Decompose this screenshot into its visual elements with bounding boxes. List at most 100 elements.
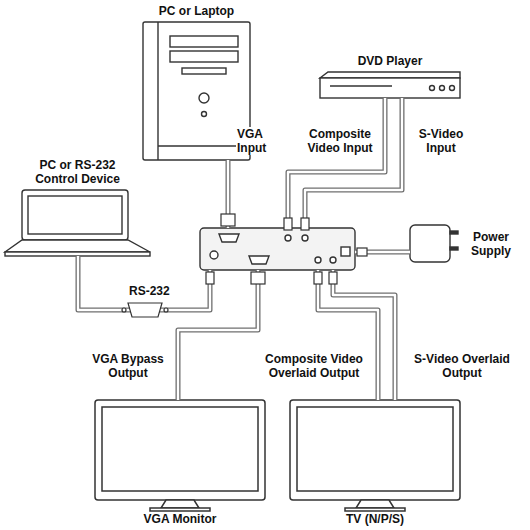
cable-label: S-Video Overlaid Output (402, 352, 522, 380)
rca-jack (315, 257, 321, 263)
dvd-front (320, 78, 460, 98)
tv-screen (297, 407, 453, 491)
cable-core (178, 270, 258, 400)
cable-connector (178, 270, 258, 400)
vga-monitor-drawing (95, 400, 265, 511)
cable-connector (305, 98, 402, 228)
rs232-jack (210, 251, 218, 259)
rca-plug (314, 272, 322, 284)
vga-out-port (249, 256, 269, 264)
cable-label: Composite Video Input (300, 127, 380, 155)
tv-stand (356, 500, 394, 508)
device-label: PC or Laptop (159, 4, 234, 18)
adapter-body (410, 225, 450, 262)
tv-drawing (290, 400, 460, 511)
tv-monitor: TV (N/P/S) (290, 400, 460, 500)
monitor-foot (150, 508, 210, 511)
node-label-group: DVD Player (358, 54, 423, 68)
jack-plug (206, 272, 214, 284)
svideo-plug (301, 218, 309, 230)
tower-case (143, 22, 250, 160)
cable-outline (333, 270, 395, 400)
control-laptop: PC or RS-232 Control Device (5, 190, 150, 256)
cable-outline (178, 270, 258, 400)
monitor-stand (161, 500, 199, 508)
svideo-jack (302, 235, 308, 241)
device-label: TV (N/P/S) (346, 512, 404, 526)
svideo-jack (330, 257, 336, 263)
laptop-keyboard (5, 240, 150, 252)
db9-connector (128, 303, 162, 317)
dvd-button (450, 86, 455, 91)
floppy-slot (182, 68, 226, 74)
cable-label: S-Video Input (410, 127, 472, 155)
tv-foot (345, 508, 405, 511)
connector-screw (164, 308, 168, 312)
tv-frame (290, 400, 460, 500)
cable-core (78, 256, 210, 310)
dvd-top (320, 72, 460, 78)
cable-label: Composite Video Overlaid Output (254, 352, 374, 380)
cable-core (333, 270, 395, 400)
vga-plug (221, 214, 235, 226)
overlay-device (200, 228, 355, 270)
cable-connector (333, 270, 395, 400)
dvd-button (430, 86, 435, 91)
power-adapter-drawing (410, 225, 458, 262)
adapter-prong (450, 231, 458, 234)
dvd-button (440, 86, 445, 91)
vga-plug (251, 272, 265, 284)
cable-connector (318, 270, 378, 400)
rca-plug (284, 218, 292, 230)
cable-core (318, 270, 378, 400)
overlay-device-drawing (200, 228, 355, 270)
node-label-group: VGA Monitor (144, 512, 217, 526)
rca-jack (285, 235, 291, 241)
device-label: VGA Monitor (144, 512, 217, 526)
cable-connector (78, 256, 210, 310)
monitor-frame (95, 400, 265, 500)
cable-label: RS-232 (128, 284, 171, 298)
drive-bay (170, 51, 238, 62)
node-label-group: Power Supply (464, 230, 518, 258)
computer-tower: PC or Laptop (143, 22, 250, 160)
power-supply: Power Supply (410, 225, 450, 262)
dc-jack (341, 247, 350, 256)
cable-label: VGA Bypass Output (84, 352, 172, 380)
laptop-base (5, 252, 150, 256)
svideo-plug (329, 272, 337, 284)
dvd-player: DVD Player (320, 72, 460, 98)
node-label-group: PC or Laptop (159, 4, 234, 18)
cable-core (305, 98, 402, 228)
adapter-prong (450, 247, 458, 250)
dvd-player-drawing (320, 72, 460, 98)
cable-label: VGA Input (236, 127, 280, 155)
laptop-drawing (5, 190, 150, 256)
tower-edge (157, 22, 158, 160)
cable-outline (305, 98, 402, 228)
node-label-group: PC or RS-232 Control Device (28, 158, 128, 186)
device-label: Power Supply (464, 230, 518, 258)
monitor-screen (102, 407, 258, 491)
dc-plug (357, 248, 367, 256)
device-label: DVD Player (358, 54, 423, 68)
laptop-screen (28, 196, 122, 234)
laptop-lid (22, 190, 128, 240)
node-label-group: TV (N/P/S) (346, 512, 404, 526)
pc-tower-drawing (143, 22, 250, 160)
device-label: PC or RS-232 Control Device (28, 158, 128, 186)
device-body (200, 228, 355, 270)
drive-bay (170, 36, 238, 47)
cable-outline (78, 256, 210, 310)
power-button (199, 93, 209, 103)
vga-monitor: VGA Monitor (95, 400, 265, 500)
led (202, 112, 207, 117)
connector-screw (122, 308, 126, 312)
vga-in-port (219, 234, 239, 242)
disc-slot (330, 85, 392, 86)
cable-outline (318, 270, 378, 400)
